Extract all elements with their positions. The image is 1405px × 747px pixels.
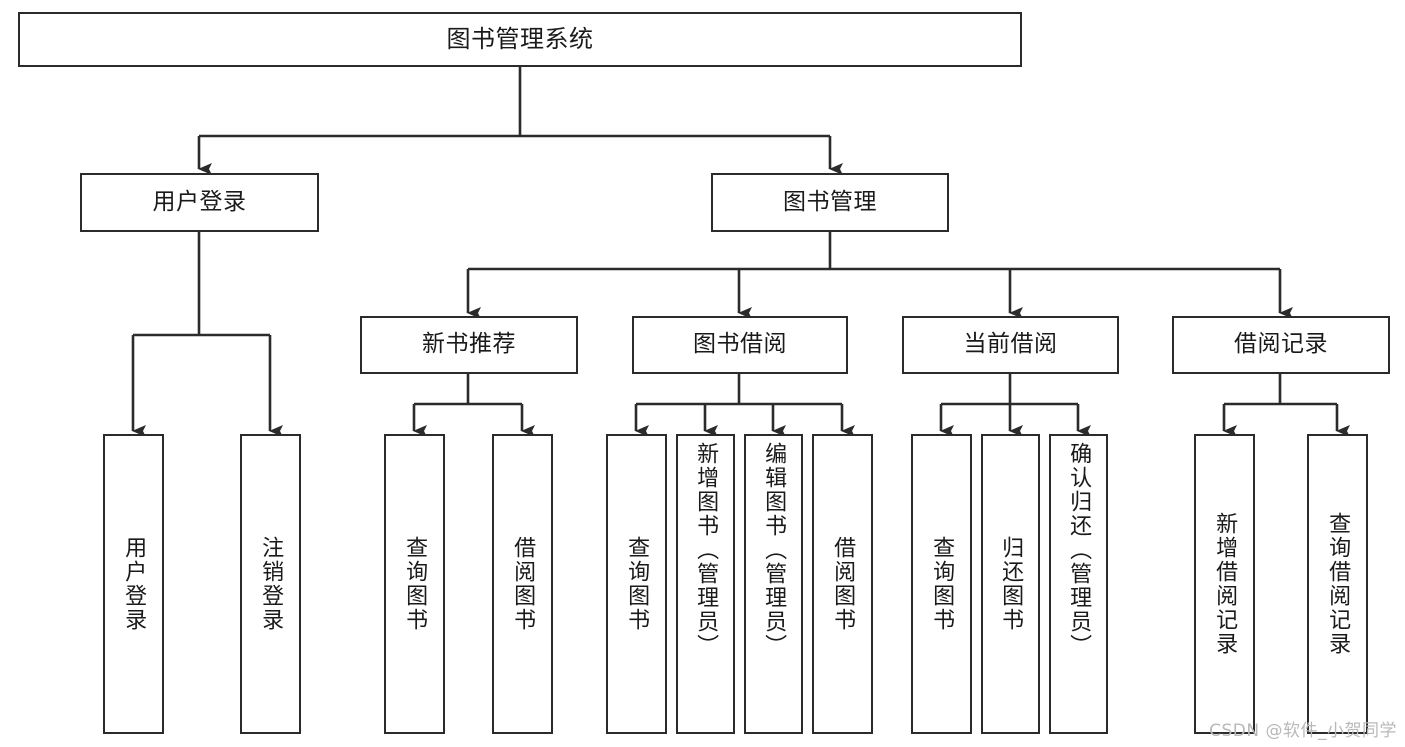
node-label: 归还图书 xyxy=(998,536,1024,632)
node-label: 新增图书（管理员） xyxy=(693,442,719,658)
leaf-current-confirm-return-admin[interactable]: 确认归还（管理员） xyxy=(1049,434,1108,734)
node-label: 确认归还（管理员） xyxy=(1066,442,1092,658)
node-book-management[interactable]: 图书管理 xyxy=(711,173,949,232)
node-label: 当前借阅 xyxy=(963,331,1058,358)
node-label: 注销登录 xyxy=(258,536,284,632)
node-label: 图书管理 xyxy=(783,188,877,215)
node-label: 查询借阅记录 xyxy=(1325,512,1351,656)
leaf-current-query-book[interactable]: 查询图书 xyxy=(911,434,972,734)
leaf-current-return-book[interactable]: 归还图书 xyxy=(981,434,1040,734)
leaf-borrow-add-book-admin[interactable]: 新增图书（管理员） xyxy=(676,434,735,734)
leaf-new-book-borrow-book[interactable]: 借阅图书 xyxy=(492,434,553,734)
node-label: 查询图书 xyxy=(402,536,428,632)
csdn-watermark: CSDN @软件_小贺同学 xyxy=(1209,721,1397,741)
leaf-record-add-record[interactable]: 新增借阅记录 xyxy=(1194,434,1255,734)
leaf-record-query-record[interactable]: 查询借阅记录 xyxy=(1307,434,1368,734)
node-user-login[interactable]: 用户登录 xyxy=(80,173,319,232)
node-new-book-recommendation[interactable]: 新书推荐 xyxy=(360,316,578,374)
leaf-borrow-borrow-book[interactable]: 借阅图书 xyxy=(812,434,873,734)
node-label: 图书借阅 xyxy=(693,331,787,358)
node-label: 用户登录 xyxy=(121,536,147,632)
node-book-borrowing[interactable]: 图书借阅 xyxy=(632,316,848,374)
node-label: 借阅记录 xyxy=(1234,331,1328,358)
node-label: 新书推荐 xyxy=(422,331,516,358)
node-label: 图书管理系统 xyxy=(446,25,594,54)
node-root-book-management-system[interactable]: 图书管理系统 xyxy=(18,12,1022,67)
node-label: 查询图书 xyxy=(929,536,955,632)
leaf-borrow-edit-book-admin[interactable]: 编辑图书（管理员） xyxy=(744,434,803,734)
node-label: 查询图书 xyxy=(624,536,650,632)
node-label: 借阅图书 xyxy=(510,536,536,632)
node-current-borrowing[interactable]: 当前借阅 xyxy=(902,316,1119,374)
leaf-borrow-query-book[interactable]: 查询图书 xyxy=(606,434,667,734)
node-label: 用户登录 xyxy=(152,188,247,215)
node-label: 编辑图书（管理员） xyxy=(761,442,787,658)
node-label: 新增借阅记录 xyxy=(1212,512,1238,656)
leaf-user-login-login[interactable]: 用户登录 xyxy=(103,434,164,734)
node-label: 借阅图书 xyxy=(830,536,856,632)
leaf-new-book-query-book[interactable]: 查询图书 xyxy=(384,434,445,734)
leaf-user-login-logout[interactable]: 注销登录 xyxy=(240,434,301,734)
node-borrowing-record[interactable]: 借阅记录 xyxy=(1172,316,1390,374)
